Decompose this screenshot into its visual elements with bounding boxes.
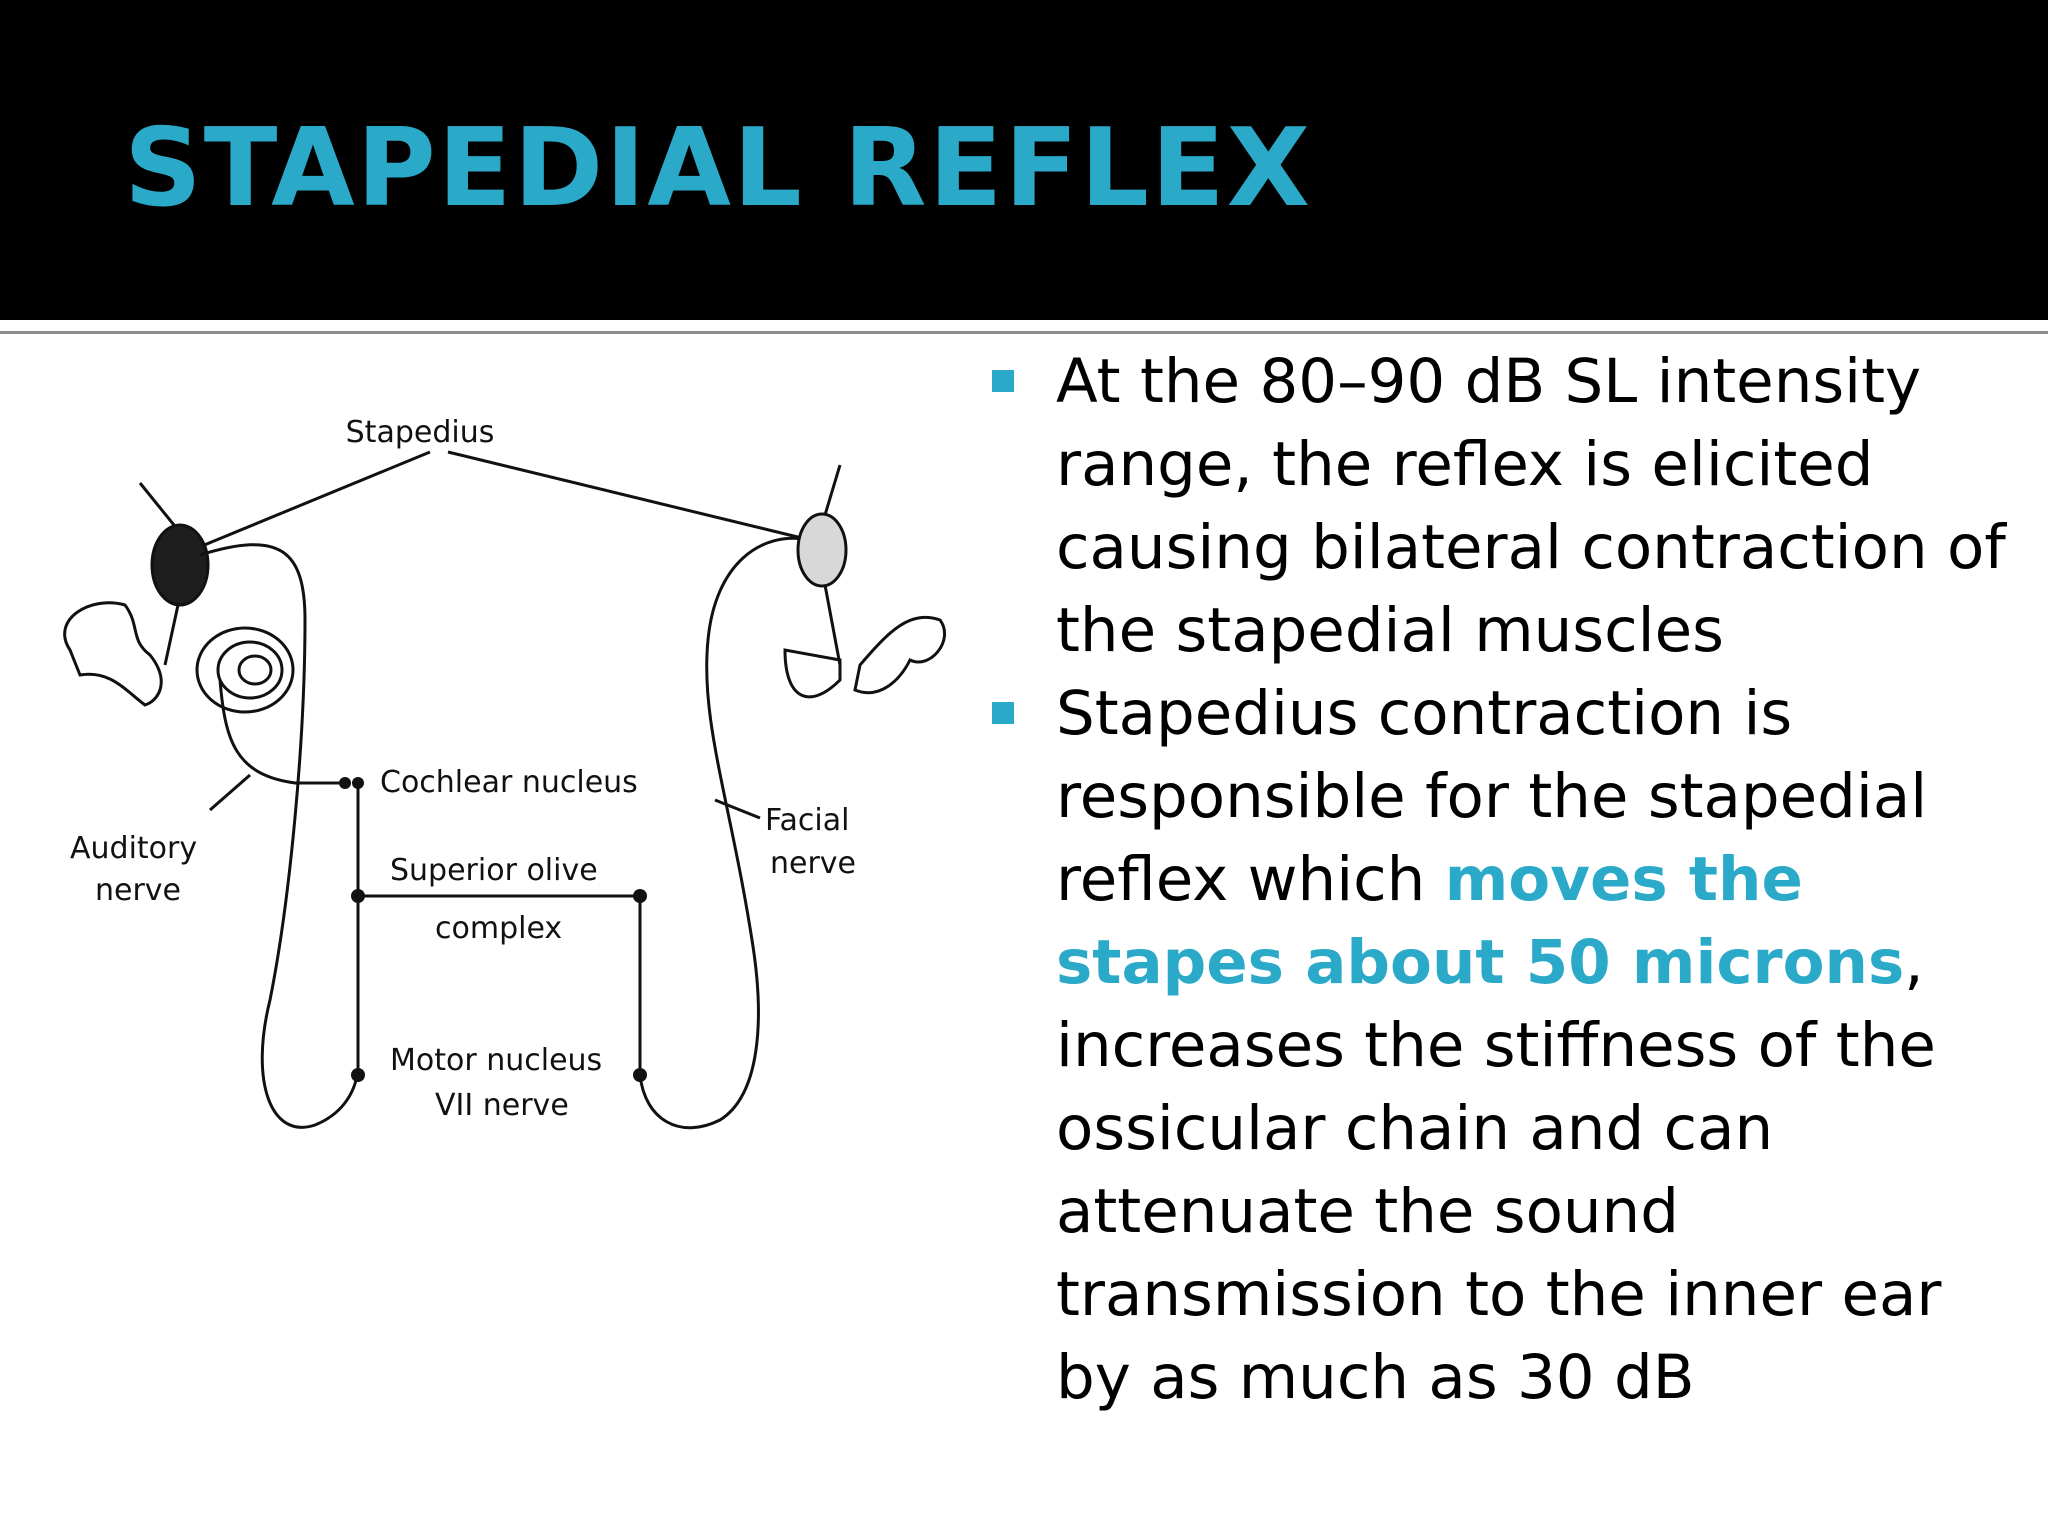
bullet-text-after: , increases the stiffness of the ossicul… [1056,927,1942,1413]
slide-title: STAPEDIAL REFLEX [124,106,1312,231]
node-motor-left [351,1068,365,1082]
left-cochlea-mid [216,640,284,700]
label-auditory-nerve: nerve [95,873,181,908]
label-cochlear-nucleus: Cochlear nucleus [380,765,638,800]
right-stapedius-muscle [796,512,848,588]
node-olive-left [351,889,365,903]
label-stapedius: Stapedius [346,415,495,450]
left-ossicle-outline [63,601,163,707]
right-facial-loop [638,536,811,1130]
right-stapes-cup [783,648,842,699]
stapedius-line-left [179,450,431,557]
label-superior-olive-complex: complex [435,911,562,946]
right-muscle-to-stapes [823,584,842,666]
title-bar: STAPEDIAL REFLEX [0,0,2048,320]
right-tendon-top [823,464,842,516]
label-vii-nerve: VII nerve [435,1088,569,1123]
title-divider [0,320,2048,330]
left-muscle-to-stapes [163,604,180,666]
bullet-text-before: Stapedius contraction is responsible for… [1056,678,1928,915]
bullet-text: At the 80–90 dB SL intensity range, the … [1056,346,2006,666]
bullet-item: At the 80–90 dB SL intensity range, the … [988,340,2018,672]
facial-nerve-arrow [714,798,761,820]
reflex-pathway-svg: Stapedius Cochlear nucleus Superior oliv… [63,415,947,1130]
title-divider-line [0,331,2048,334]
label-facial: Facial [765,803,849,838]
bullet-item: Stapedius contraction is responsible for… [988,672,2018,1419]
label-facial-nerve: nerve [770,846,856,881]
label-superior-olive: Superior olive [390,853,598,888]
node-olive-right [633,889,647,903]
left-stapedius-muscle [150,523,210,607]
stapedial-reflex-diagram: Stapedius Cochlear nucleus Superior oliv… [40,380,960,1160]
left-tendon-top [138,482,180,531]
bullet-marker-icon [992,702,1014,724]
left-cochlea-inner [237,654,273,686]
label-auditory: Auditory [70,831,197,866]
label-motor-nucleus: Motor nucleus [390,1043,602,1078]
left-cochlea-outer [195,626,295,714]
node-motor-right [633,1068,647,1082]
bullet-highlight: moves the stapes about 50 microns [1056,844,1905,998]
right-ossicle-outline [853,615,947,695]
node-cochlear-left [339,777,351,789]
bullet-marker-icon [992,370,1014,392]
left-facial-loop [199,543,360,1129]
node-cochlear [352,777,364,789]
stapedius-line-right [447,450,811,542]
auditory-nerve-arrow [209,773,251,812]
left-auditory-nerve [218,679,345,785]
bullet-list: At the 80–90 dB SL intensity range, the … [988,340,2018,1419]
